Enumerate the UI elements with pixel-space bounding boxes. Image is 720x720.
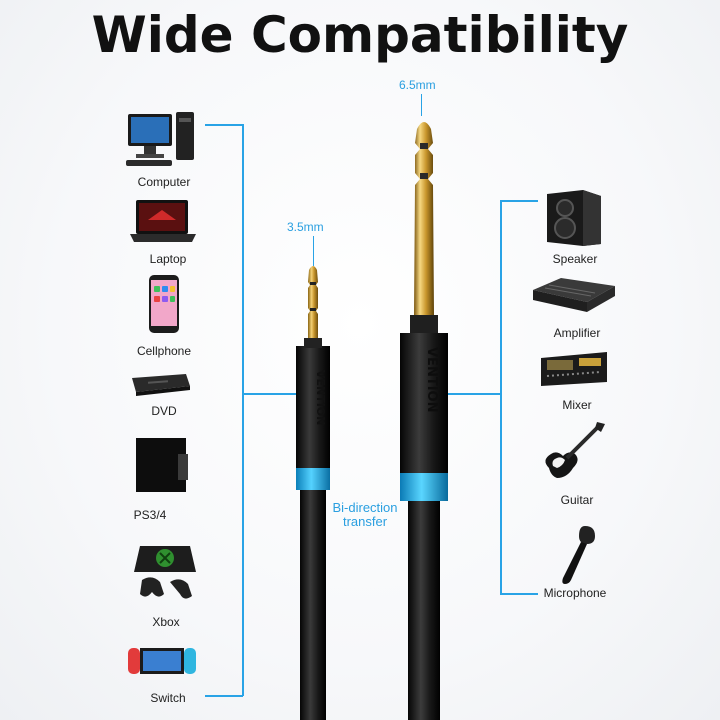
device-label-dvd: DVD: [151, 404, 177, 418]
xbox-console-icon: [134, 546, 196, 599]
bidirection-line2: transfer: [342, 514, 388, 529]
amplifier-icon: [533, 278, 615, 312]
left-connector-line: [243, 393, 305, 395]
large-plug-size-label: 6.5mm: [399, 78, 436, 92]
right-bracket-line: [500, 200, 502, 594]
right-bottom-tick: [500, 593, 538, 595]
left-bottom-tick: [205, 695, 243, 697]
right-connector-line: [440, 393, 501, 395]
device-label-microphone: Microphone: [543, 586, 607, 600]
device-label-xbox: Xbox: [152, 615, 180, 629]
bidirection-label: Bi-direction transfer: [320, 501, 410, 529]
dvd-player-icon: [132, 374, 190, 396]
device-label-amplifier: Amplifier: [553, 326, 601, 340]
device-label-guitar: Guitar: [560, 493, 594, 507]
small-plug-pointer: [313, 236, 314, 266]
device-label-mixer: Mixer: [562, 398, 592, 412]
microphone-icon: [562, 526, 595, 584]
device-label-cellphone: Cellphone: [136, 344, 192, 358]
mixer-icon: [541, 352, 607, 386]
device-label-switch: Switch: [150, 691, 186, 705]
left-bracket-line: [242, 124, 244, 696]
guitar-icon: [545, 422, 605, 478]
device-label-speaker: Speaker: [552, 252, 598, 266]
svg-text:VENTION: VENTION: [314, 370, 327, 425]
large-plug-image: VENTION: [400, 122, 448, 720]
computer-icon: [126, 112, 194, 166]
large-plug-pointer: [421, 94, 422, 116]
bidirection-line1: Bi-direction: [332, 500, 398, 515]
small-plug-size-label: 3.5mm: [287, 220, 324, 234]
device-label-ps3-4: PS3/4: [133, 508, 167, 522]
speaker-icon: [547, 190, 601, 246]
svg-text:VENTION: VENTION: [424, 347, 439, 412]
game-console-icon: [136, 438, 188, 492]
page-title: Wide Compatibility: [91, 6, 629, 64]
cellphone-icon: [149, 275, 179, 333]
device-label-computer: Computer: [137, 175, 191, 189]
switch-console-icon: [128, 648, 196, 674]
device-label-laptop: Laptop: [149, 252, 187, 266]
right-top-tick: [500, 200, 538, 202]
small-plug-image: VENTION: [296, 266, 330, 720]
left-top-tick: [205, 124, 243, 126]
laptop-icon: [130, 200, 196, 242]
